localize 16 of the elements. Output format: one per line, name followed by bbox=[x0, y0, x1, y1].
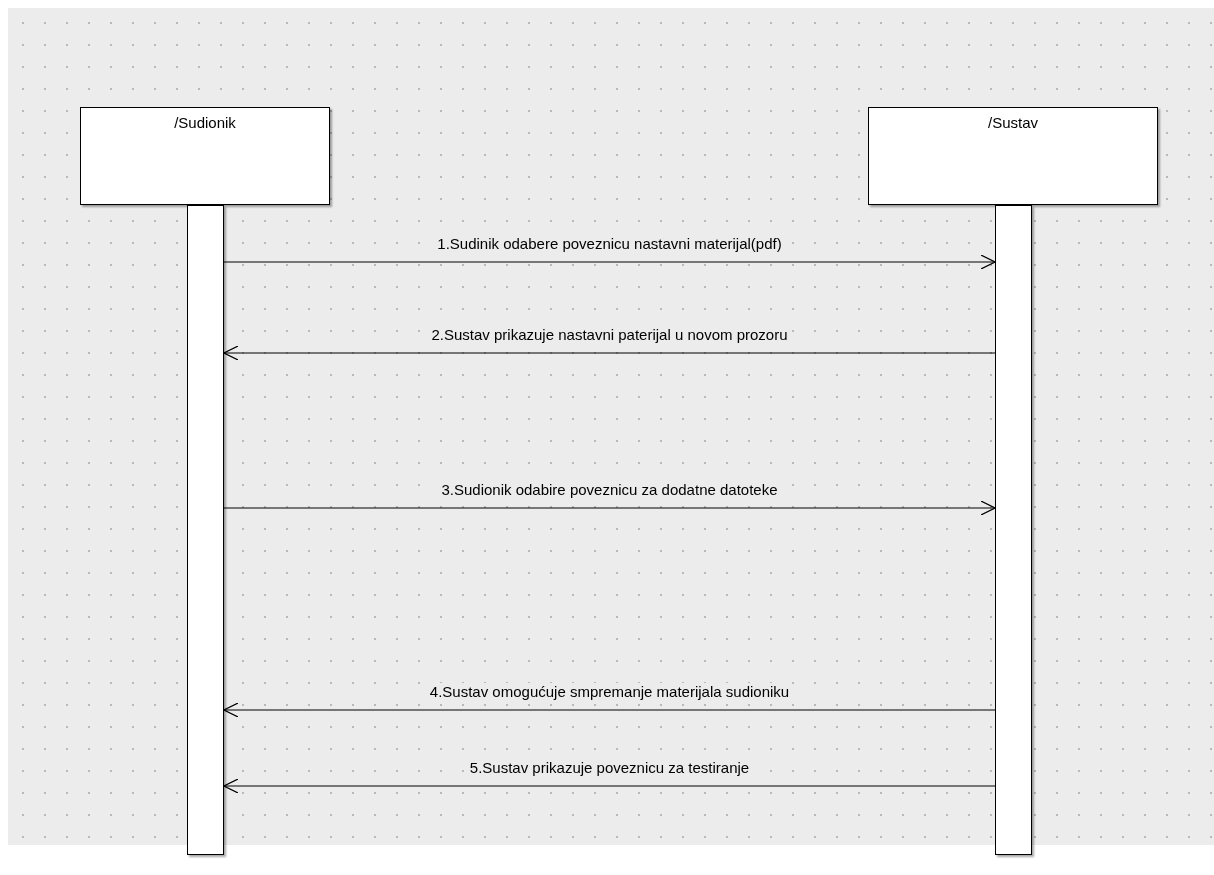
message-label: 5.Sustav prikazuje poveznicu za testiranje bbox=[467, 759, 752, 776]
participant-box bbox=[80, 107, 330, 205]
participant-box bbox=[868, 107, 1158, 205]
message-arrow bbox=[223, 500, 996, 516]
message-label: 3.Sudionik odabire poveznicu za dodatne datoteke bbox=[439, 481, 780, 498]
participant-name: /Sudionik bbox=[174, 114, 236, 131]
message-arrow bbox=[223, 702, 996, 718]
message-arrow bbox=[223, 345, 996, 361]
participant-name: /Sustav bbox=[988, 114, 1038, 131]
message-label: 4.Sustav omogućuje smpremanje materijala sudioniku bbox=[427, 683, 792, 700]
message-arrow bbox=[223, 254, 996, 270]
message-arrow bbox=[223, 778, 996, 794]
activation-bar bbox=[187, 205, 224, 855]
message-label: 1.Sudinik odabere poveznicu nastavni materijal(pdf) bbox=[435, 235, 784, 252]
activation-bar bbox=[995, 205, 1032, 855]
message-label: 2.Sustav prikazuje nastavni paterijal u novom prozoru bbox=[429, 326, 790, 343]
